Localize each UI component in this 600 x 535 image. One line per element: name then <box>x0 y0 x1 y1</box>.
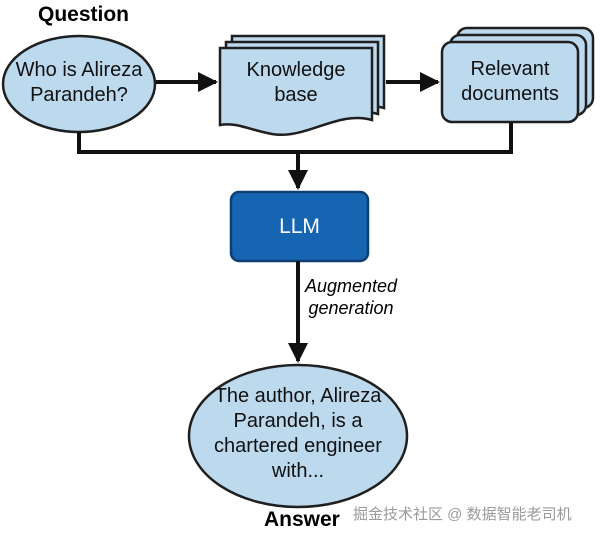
answer-label: The author, Alireza Parandeh, is a chart… <box>189 384 407 484</box>
knowledge-base-label-line: base <box>274 84 318 106</box>
edge-label-line: generation <box>308 298 394 318</box>
answer-label-line: The author, Alireza <box>214 385 382 407</box>
answer-heading: Answer <box>264 508 340 531</box>
question-label: Who is Alireza Parandeh? <box>3 58 155 108</box>
connector-question-to-merge <box>77 132 298 154</box>
edge-label-line: Augmented <box>305 276 398 296</box>
answer-label-line: with... <box>271 460 325 482</box>
answer-label-line: chartered engineer <box>214 435 382 457</box>
question-heading: Question <box>38 3 130 26</box>
relevant-documents-label-line: Relevant <box>470 58 550 80</box>
answer-label-line: Parandeh, is a <box>233 410 363 432</box>
answer-node <box>187 363 409 509</box>
augmented-generation-label: Augmented generation <box>305 275 397 319</box>
knowledge-base-label-line: Knowledge <box>246 59 346 81</box>
llm-label: LLM <box>279 215 320 238</box>
connector-documents-to-merge <box>298 122 513 154</box>
knowledge-base-node <box>218 34 386 137</box>
relevant-documents-node <box>440 26 595 124</box>
watermark-text: 掘金技术社区 @ 数据智能老司机 <box>353 506 572 523</box>
knowledge-base-label: Knowledge base <box>220 58 372 108</box>
relevant-documents-label: Relevant documents <box>442 57 578 107</box>
question-label-line: Who is Alireza <box>15 59 143 81</box>
question-label-line: Parandeh? <box>30 84 128 106</box>
relevant-documents-label-line: documents <box>461 83 559 105</box>
